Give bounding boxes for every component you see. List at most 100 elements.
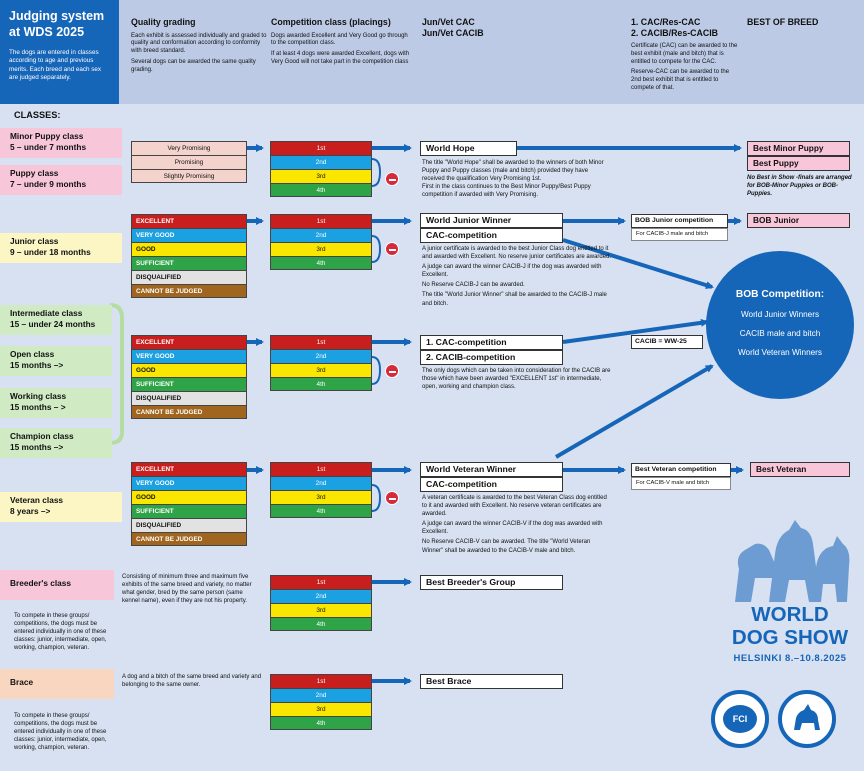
brace-description: A dog and a bitch of the same breed and … (122, 673, 262, 689)
adult-grades: EXCELLENT VERY GOOD GOOD SUFFICIENT DISQ… (131, 335, 247, 419)
grade-excellent: EXCELLENT (131, 335, 247, 349)
best-breeders-group-box: Best Breeder's Group (420, 575, 563, 590)
brace-entry-note: To compete in these groups/ competitions… (14, 712, 114, 752)
junior-grades: EXCELLENT VERY GOOD GOOD SUFFICIENT DISQ… (131, 214, 247, 298)
adult-placings: 1st 2nd 3rd 4th (270, 335, 372, 391)
breeder-description: Consisting of minimum three and maximum … (122, 573, 262, 605)
veteran-cac-box: CAC-competition (420, 477, 563, 492)
bob-competition-circle: BOB Competition: World Junior Winners CA… (706, 251, 854, 399)
placing-1st: 1st (270, 462, 372, 476)
placing-2nd: 2nd (270, 476, 372, 490)
best-veteran-box: Best Veteran (750, 462, 850, 477)
placing-4th: 4th (270, 377, 372, 391)
kennel-club-seal-icon (778, 690, 836, 748)
placing-2nd: 2nd (270, 589, 372, 603)
grade-disqualified: DISQUALIFIED (131, 391, 247, 405)
class-brace: Brace (0, 669, 114, 699)
grade-good: GOOD (131, 490, 247, 504)
placing-4th: 4th (270, 183, 372, 197)
grade-good: GOOD (131, 363, 247, 377)
grade-sufficient: SUFFICIENT (131, 504, 247, 518)
veteran-text: A veteran certificate is awarded to the … (422, 494, 612, 555)
best-veteran-competition-box: Best Veteran competition (631, 463, 731, 477)
placing-2nd: 2nd (270, 688, 372, 702)
placing-1st: 1st (270, 335, 372, 349)
placing-1st: 1st (270, 214, 372, 228)
no-entry-icon (385, 364, 399, 378)
bob-competition-title: BOB Competition: (706, 289, 854, 300)
grade-excellent: EXCELLENT (131, 462, 247, 476)
grade-very-good: VERY GOOD (131, 476, 247, 490)
placing-4th: 4th (270, 256, 372, 270)
placing-3rd: 3rd (270, 603, 372, 617)
best-minor-puppy-box: Best Minor Puppy (747, 141, 850, 156)
grade-good: GOOD (131, 242, 247, 256)
world-junior-winner-box: World Junior Winner (420, 213, 563, 228)
breeder-placings: 1st 2nd 3rd 4th (270, 575, 372, 631)
class-breeder: Breeder's class (0, 570, 114, 600)
no-entry-icon (385, 491, 399, 505)
placing-4th: 4th (270, 617, 372, 631)
grade-sufficient: SUFFICIENT (131, 377, 247, 391)
placing-1st: 1st (270, 674, 372, 688)
placing-2nd: 2nd (270, 349, 372, 363)
bob-junior-sub: For CACIB-J male and bitch (631, 228, 728, 241)
no-entry-icon (385, 172, 399, 186)
world-hope-box: World Hope (420, 141, 517, 156)
placing-3rd: 3rd (270, 169, 372, 183)
placing-3rd: 3rd (270, 242, 372, 256)
grade-slightly-promising: Slightly Promising (131, 169, 247, 183)
bob-item: World Veteran Winners (706, 348, 854, 357)
bob-junior-competition-box: BOB Junior competition (631, 214, 728, 228)
placing-3rd: 3rd (270, 490, 372, 504)
junior-cac-box: CAC-competition (420, 228, 563, 243)
bob-item: CACIB male and bitch (706, 329, 854, 338)
best-veteran-sub: For CACIB-V male and bitch (631, 477, 731, 490)
puppy-placings: 1st 2nd 3rd 4th (270, 141, 372, 197)
grade-disqualified: DISQUALIFIED (131, 270, 247, 284)
world-veteran-winner-box: World Veteran Winner (420, 462, 563, 477)
cac-competition-box: 1. CAC-competition (420, 335, 563, 350)
placing-4th: 4th (270, 504, 372, 518)
veteran-placings: 1st 2nd 3rd 4th (270, 462, 372, 518)
world-dog-show-logo: WORLD DOG SHOW HELSINKI 8.–10.8.2025 (715, 603, 864, 664)
grade-very-good: VERY GOOD (131, 349, 247, 363)
cacib-equals-box: CACIB = WW-25 (631, 335, 703, 349)
grade-excellent: EXCELLENT (131, 214, 247, 228)
veteran-grades: EXCELLENT VERY GOOD GOOD SUFFICIENT DISQ… (131, 462, 247, 546)
best-brace-box: Best Brace (420, 674, 563, 689)
best-puppy-box: Best Puppy (747, 156, 850, 171)
cacib-text: The only dogs which can be taken into co… (422, 367, 617, 391)
grade-very-promising: Very Promising (131, 141, 247, 155)
class-minor-puppy: Minor Puppy class5 – under 7 months (0, 128, 122, 158)
brackets (372, 159, 380, 511)
placing-1st: 1st (270, 141, 372, 155)
placing-3rd: 3rd (270, 363, 372, 377)
grade-disqualified: DISQUALIFIED (131, 518, 247, 532)
placing-1st: 1st (270, 575, 372, 589)
placing-2nd: 2nd (270, 155, 372, 169)
world-hope-text: The title "World Hope" shall be awarded … (422, 159, 612, 199)
placing-2nd: 2nd (270, 228, 372, 242)
puppy-bob-note: No Best in Show -finals are arranged for… (747, 174, 855, 198)
junior-text: A junior certificate is awarded to the b… (422, 245, 612, 308)
brace-placings: 1st 2nd 3rd 4th (270, 674, 372, 730)
grade-cannot-be-judged: CANNOT BE JUDGED (131, 405, 247, 419)
grade-cannot-be-judged: CANNOT BE JUDGED (131, 284, 247, 298)
placing-3rd: 3rd (270, 702, 372, 716)
puppy-grades: Very Promising Promising Slightly Promis… (131, 141, 247, 183)
cacib-competition-box: 2. CACIB-competition (420, 350, 563, 365)
grade-very-good: VERY GOOD (131, 228, 247, 242)
grade-cannot-be-judged: CANNOT BE JUDGED (131, 532, 247, 546)
junior-placings: 1st 2nd 3rd 4th (270, 214, 372, 270)
bob-item: World Junior Winners (706, 310, 854, 319)
placing-4th: 4th (270, 716, 372, 730)
dogs-silhouette-logo (725, 514, 855, 606)
grade-sufficient: SUFFICIENT (131, 256, 247, 270)
